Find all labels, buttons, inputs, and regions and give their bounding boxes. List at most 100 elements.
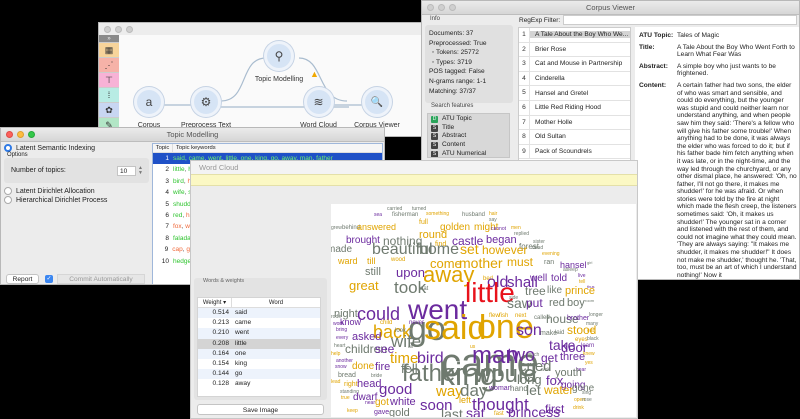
cloud-word: hansel (560, 260, 587, 270)
radio-selected-icon (4, 144, 12, 152)
heatmap-icon[interactable]: ⁞ (99, 88, 119, 103)
toolbox-collapse[interactable]: » (99, 35, 119, 43)
commit-automatically-button[interactable]: Commit Automatically (57, 274, 145, 284)
minimize-button[interactable] (17, 131, 24, 138)
regexp-filter-input[interactable] (563, 15, 797, 25)
cloud-word: took (394, 278, 427, 297)
num-topics-spinbox[interactable]: 10 (117, 166, 136, 176)
cloud-word: sister (533, 239, 545, 245)
cloud-word: told (551, 273, 568, 284)
hdp-radio[interactable]: Hierarchical Dirichlet Process (4, 196, 107, 204)
col-keywords[interactable]: Topic keywords (176, 145, 216, 151)
cloud-word: hand (510, 384, 528, 393)
cloud-word: father (402, 360, 464, 387)
spinbox-arrows-icon[interactable]: ▲▼ (138, 165, 143, 176)
tree-icon[interactable]: ⊤ (99, 73, 119, 88)
topic-number: 7 (165, 223, 169, 231)
table-icon[interactable]: ▦ (99, 43, 119, 58)
cloud-word: go (408, 310, 446, 348)
cloud-word: last (441, 406, 463, 417)
zoom-button[interactable] (449, 4, 456, 11)
feature-label: ATU Topic (442, 115, 472, 122)
doc-number: 3 (519, 57, 530, 71)
hdp-label: Hierarchical Dirichlet Process (16, 196, 108, 204)
node-corpus-viewer[interactable]: 🔍 Corpus Viewer (347, 87, 407, 129)
matching-count: Matching: 37/37 (429, 87, 476, 95)
zoom-button[interactable] (126, 26, 133, 33)
doc-number: 6 (519, 100, 530, 115)
node-label: Word Cloud (300, 122, 337, 129)
node-word-cloud[interactable]: ≋ Word Cloud (291, 87, 346, 129)
node-preprocess-text[interactable]: ⚙ Preprocess Text (176, 87, 236, 129)
radio-icon (4, 196, 12, 204)
cloud-word: said (424, 309, 487, 347)
doc-title: A Tale About the Boy Who We... (530, 31, 630, 39)
cloud-word: bride (371, 373, 383, 379)
node-corpus[interactable]: a Corpus (129, 87, 169, 129)
cluster-icon[interactable]: ✿ (99, 103, 119, 118)
string-icon: S (431, 141, 438, 149)
weights-header: Weight ▾ Word (198, 298, 320, 308)
cloud-word: bed (483, 276, 494, 282)
topic-number: 8 (165, 234, 169, 242)
regexp-filter-label: RegExp Filter: (519, 17, 561, 24)
cloud-word: yes (585, 360, 593, 366)
close-button[interactable] (427, 4, 434, 11)
scatter-plot-icon[interactable]: ⋰ (99, 58, 119, 73)
lsi-options-box: Number of topics: 10 ▲▼ (4, 158, 149, 183)
lsi-radio[interactable]: Latent Semantic Indexing (4, 144, 95, 152)
minimize-button[interactable] (115, 26, 122, 33)
lda-label: Latent Dirichlet Allocation (16, 187, 95, 195)
title-key: Title: (639, 43, 655, 51)
zoom-button[interactable] (28, 131, 35, 138)
col-topic[interactable]: Topic (153, 144, 173, 152)
commit-checkbox[interactable]: ✓ (45, 275, 53, 283)
cloud-word: eat (587, 328, 594, 334)
cloud-word: would (474, 361, 537, 388)
minimize-button[interactable] (438, 4, 445, 11)
col-weight[interactable]: Weight ▾ (198, 298, 232, 307)
close-button[interactable] (104, 26, 111, 33)
topic-modelling-titlebar: Topic Modelling (1, 128, 384, 142)
cloud-word: knew (583, 351, 595, 357)
cloud-word: upon (396, 265, 425, 280)
lda-radio[interactable]: Latent Dirichlet Allocation (4, 187, 95, 195)
keyword: away (281, 155, 297, 162)
col-word[interactable]: Word (268, 300, 284, 306)
report-button[interactable]: Report (6, 274, 39, 284)
cloud-word: fisherman (392, 212, 419, 218)
cloud-word: man (472, 342, 519, 369)
save-image-button[interactable]: Save Image (197, 404, 324, 415)
ngrams-range: N-grams range: 1-1 (429, 77, 487, 85)
node-topic-modelling[interactable]: ⚲ Topic Modelling (249, 41, 309, 83)
close-button[interactable] (6, 131, 13, 138)
cloud-word: forest (519, 242, 540, 251)
cloud-word: sat (466, 405, 485, 417)
